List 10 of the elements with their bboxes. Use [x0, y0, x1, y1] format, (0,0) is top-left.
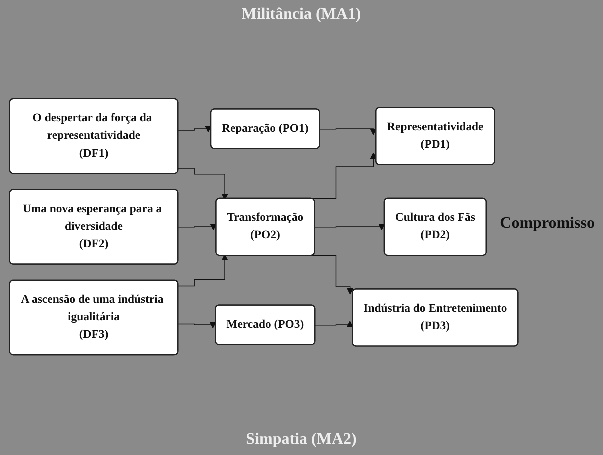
- arrow: [315, 321, 354, 328]
- band-label: Compromisso: [500, 215, 595, 232]
- band-label: Simpatia (MA2): [246, 431, 357, 448]
- arrow: [320, 128, 377, 136]
- arrow: [178, 322, 216, 329]
- arrow: [314, 224, 386, 231]
- band-label: Militância (MA1): [242, 6, 362, 23]
- arrow: [178, 126, 212, 132]
- arrow: [178, 224, 217, 231]
- arrow: [178, 254, 228, 287]
